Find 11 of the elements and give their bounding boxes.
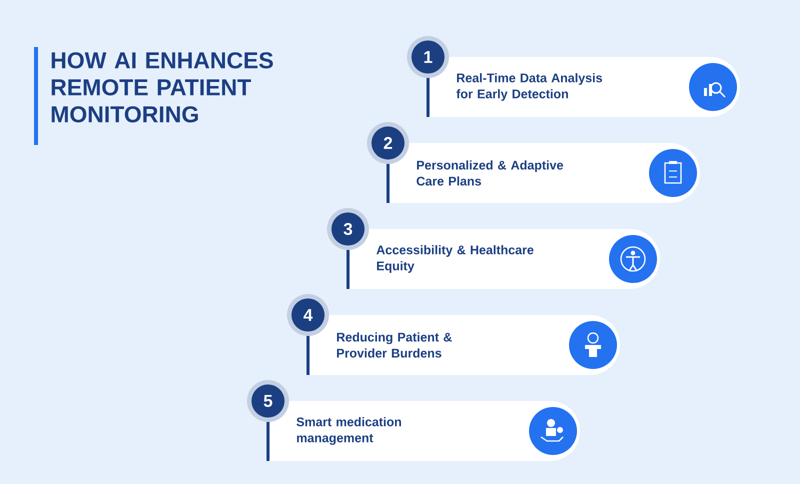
number-badge: 5 bbox=[247, 380, 289, 422]
step-card: 5 Smart medication management bbox=[247, 380, 580, 461]
step-card: 1 Real-Time Data Analysis for Early Detection bbox=[407, 36, 740, 117]
step-card: 2 Personalized & Adaptive Care Plans bbox=[367, 122, 700, 203]
number-badge: 1 bbox=[407, 36, 449, 78]
number-badge: 4 bbox=[287, 294, 329, 336]
step-card: 4 Reducing Patient & Provider Burdens bbox=[287, 294, 620, 375]
step-card: 3 Accessibility & Healthcare Equity bbox=[327, 208, 660, 289]
title: HOW AI ENHANCES REMOTE PATIENT MONITORING bbox=[52, 52, 273, 122]
number-badge: 2 bbox=[367, 122, 409, 164]
number-badge: 3 bbox=[327, 208, 369, 250]
